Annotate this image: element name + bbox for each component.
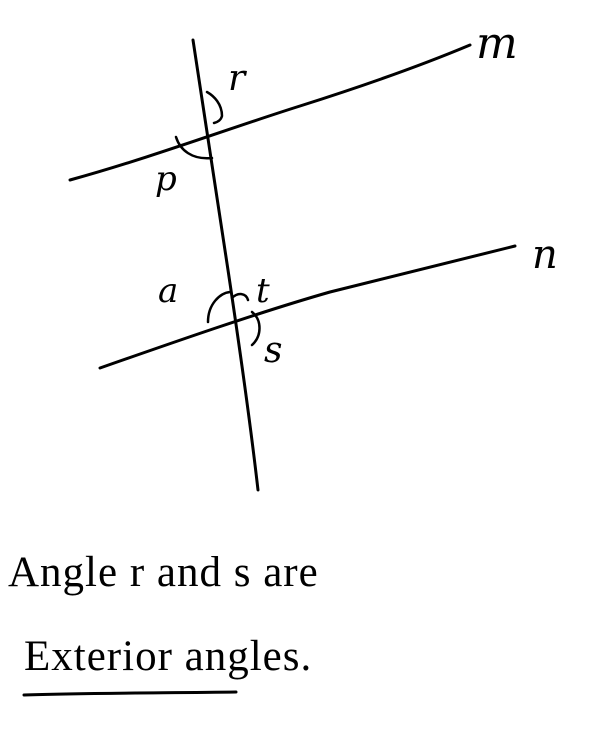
- transversal-line: [191, 38, 260, 492]
- angle-arc-r: [205, 90, 224, 125]
- angle-arc-s: [250, 310, 261, 347]
- line-label-m: m: [476, 18, 518, 69]
- caption-line-1: Angle r and s are: [8, 549, 319, 596]
- parallel-line-m: [68, 43, 472, 182]
- angle-label-r: r: [228, 58, 247, 99]
- angle-label-s: s: [264, 330, 282, 371]
- parallel-line-n: [98, 244, 517, 370]
- angle-arc-t: [230, 292, 250, 302]
- caption-line-2: Exterior angles.: [24, 632, 312, 681]
- line-label-n: n: [532, 232, 558, 278]
- angle-arc-a: [206, 290, 232, 324]
- caption-line-2-rest: angles.: [184, 633, 313, 680]
- angle-label-a: a: [158, 271, 178, 311]
- angle-arc-p: [174, 135, 214, 160]
- angle-label-p: p: [155, 159, 177, 199]
- underline-stroke: [22, 690, 238, 697]
- angle-label-t: t: [256, 271, 270, 311]
- caption-underlined-word: Exterior: [24, 633, 173, 680]
